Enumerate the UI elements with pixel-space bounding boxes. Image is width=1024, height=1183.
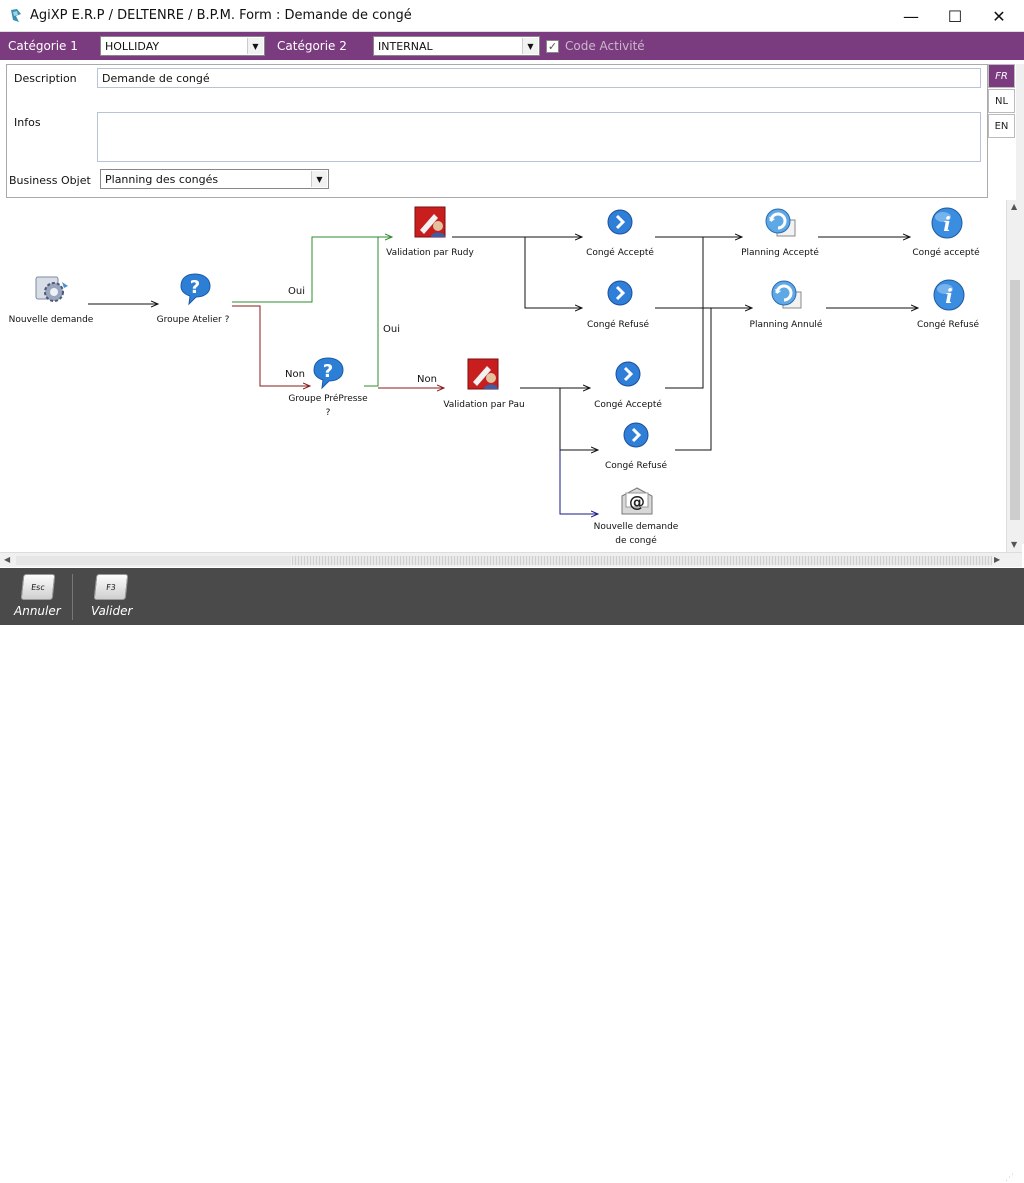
category-bar: Catégorie 1 HOLLIDAY ▼ Catégorie 2 INTER…	[0, 32, 1024, 60]
node-label: Nouvelle demande	[593, 522, 679, 532]
vertical-scroll-thumb[interactable]	[1010, 280, 1020, 520]
edge-atelier-non	[232, 305, 310, 386]
horizontal-scrollbar[interactable]: ◀ ▶	[0, 552, 1022, 567]
business-objet-label: Business Objet	[9, 174, 91, 187]
scroll-down-icon[interactable]: ▼	[1011, 540, 1018, 549]
edge-label-oui: Oui	[383, 324, 400, 335]
edge-pau-refuse	[559, 388, 598, 450]
node-label: ?	[325, 408, 331, 418]
svg-text:?: ?	[323, 361, 333, 382]
minimize-button[interactable]: —	[903, 6, 919, 26]
business-objet-value: Planning des congés	[105, 173, 219, 186]
arrow-right-circle-icon[interactable]	[606, 208, 634, 236]
edge-pau-nouvelle	[559, 450, 598, 514]
description-label: Description	[14, 72, 77, 85]
edge-prepresse-oui	[364, 237, 379, 387]
category2-label: Catégorie 2	[277, 39, 347, 53]
f3-key-icon[interactable]: F3	[93, 574, 129, 600]
chevron-down-icon[interactable]: ▼	[522, 38, 538, 54]
app-logo-icon	[11, 9, 21, 22]
window-title: AgiXP E.R.P / DELTENRE / B.P.M. Form : D…	[30, 8, 412, 23]
code-activite-checkbox[interactable]: ✓	[546, 40, 559, 53]
node-label: Congé Accepté	[594, 400, 662, 410]
node-label: de congé	[615, 536, 657, 546]
node-label: Congé Accepté	[586, 248, 654, 258]
node-label: Validation par Pau	[443, 400, 525, 410]
category2-value: INTERNAL	[378, 40, 433, 53]
footer-toolbar: Esc Annuler F3 Valider ⋰	[0, 568, 1024, 1183]
info-icon[interactable]: i	[930, 206, 964, 240]
scroll-right-icon[interactable]: ▶	[994, 555, 1001, 564]
infos-field[interactable]	[97, 112, 981, 162]
node-label: Planning Annulé	[749, 320, 823, 330]
scroll-up-icon[interactable]: ▲	[1011, 202, 1018, 211]
chevron-down-icon[interactable]: ▼	[311, 171, 327, 187]
workflow-canvas: Nouvelle demande ? Groupe Atelier ? ? Gr…	[0, 200, 1006, 552]
node-label: Congé Refusé	[916, 320, 980, 330]
infos-label: Infos	[14, 116, 41, 129]
esc-key-icon[interactable]: Esc	[20, 574, 56, 600]
tab-lang-en[interactable]: EN	[988, 114, 1015, 138]
category2-select[interactable]: INTERNAL ▼	[373, 36, 540, 56]
horizontal-scroll-track[interactable]	[16, 556, 291, 565]
arrow-right-circle-icon[interactable]	[622, 421, 650, 449]
node-label: Groupe PréPresse	[288, 394, 368, 404]
node-label: Congé Refusé	[604, 461, 668, 471]
svg-text:i: i	[945, 284, 953, 308]
category1-select[interactable]: HOLLIDAY ▼	[100, 36, 265, 56]
arrow-right-circle-icon[interactable]	[606, 279, 634, 307]
refresh-globe-icon[interactable]	[763, 206, 797, 238]
workflow-edges	[88, 200, 1006, 552]
arrow-right-circle-icon[interactable]	[614, 360, 642, 388]
maximize-button[interactable]: ☐	[947, 6, 963, 26]
tab-lang-nl[interactable]: NL	[988, 89, 1015, 113]
edge-rudy-refuse	[524, 237, 582, 308]
close-button[interactable]: ✕	[992, 6, 1006, 26]
annuler-button[interactable]: Annuler	[14, 604, 61, 618]
category1-label: Catégorie 1	[8, 39, 78, 53]
title-bar: AgiXP E.R.P / DELTENRE / B.P.M. Form : D…	[0, 0, 1024, 32]
node-label: Congé accepté	[912, 248, 980, 258]
edge-refuse2-planning	[675, 308, 712, 451]
business-objet-select[interactable]: Planning des congés ▼	[100, 169, 329, 189]
description-value: Demande de congé	[102, 72, 210, 85]
category1-value: HOLLIDAY	[105, 40, 160, 53]
edge-accepte2-planning	[665, 237, 704, 389]
scroll-left-icon[interactable]: ◀	[4, 555, 11, 564]
svg-text:@: @	[629, 492, 645, 511]
chevron-down-icon[interactable]: ▼	[247, 38, 263, 54]
valider-button[interactable]: Valider	[91, 604, 133, 618]
form-panel: Description Demande de congé Infos Busin…	[6, 64, 988, 198]
refresh-globe-icon[interactable]	[769, 278, 803, 310]
tab-lang-fr[interactable]: FR	[988, 64, 1015, 88]
node-label: Congé Refusé	[586, 320, 650, 330]
info-icon[interactable]: i	[932, 278, 966, 312]
node-label: Validation par Rudy	[386, 248, 474, 258]
description-field[interactable]: Demande de congé	[97, 68, 981, 88]
edge-label-non: Non	[417, 374, 437, 385]
horizontal-scroll-thumb[interactable]	[292, 556, 992, 565]
edge-label-oui: Oui	[288, 286, 305, 297]
svg-text:i: i	[943, 212, 951, 236]
question-bubble-icon[interactable]: ?	[177, 272, 213, 306]
question-bubble-icon[interactable]: ?	[310, 356, 346, 390]
svg-text:?: ?	[190, 277, 200, 298]
node-label: Planning Accepté	[741, 248, 819, 258]
user-validation-icon[interactable]	[414, 206, 448, 238]
resize-grip-icon[interactable]: ⋰	[1005, 1173, 1014, 1183]
email-at-icon[interactable]: @	[620, 486, 654, 516]
user-validation-icon[interactable]	[467, 358, 501, 390]
node-label: Groupe Atelier ?	[156, 315, 230, 325]
edge-atelier-oui	[232, 237, 392, 303]
vertical-scrollbar[interactable]: ▲ ▼	[1006, 200, 1022, 552]
gear-icon[interactable]	[34, 274, 70, 306]
node-label: Nouvelle demande	[8, 315, 94, 325]
edge-label-non: Non	[285, 369, 305, 380]
footer-divider	[72, 574, 73, 620]
code-activite-label: Code Activité	[565, 39, 645, 53]
